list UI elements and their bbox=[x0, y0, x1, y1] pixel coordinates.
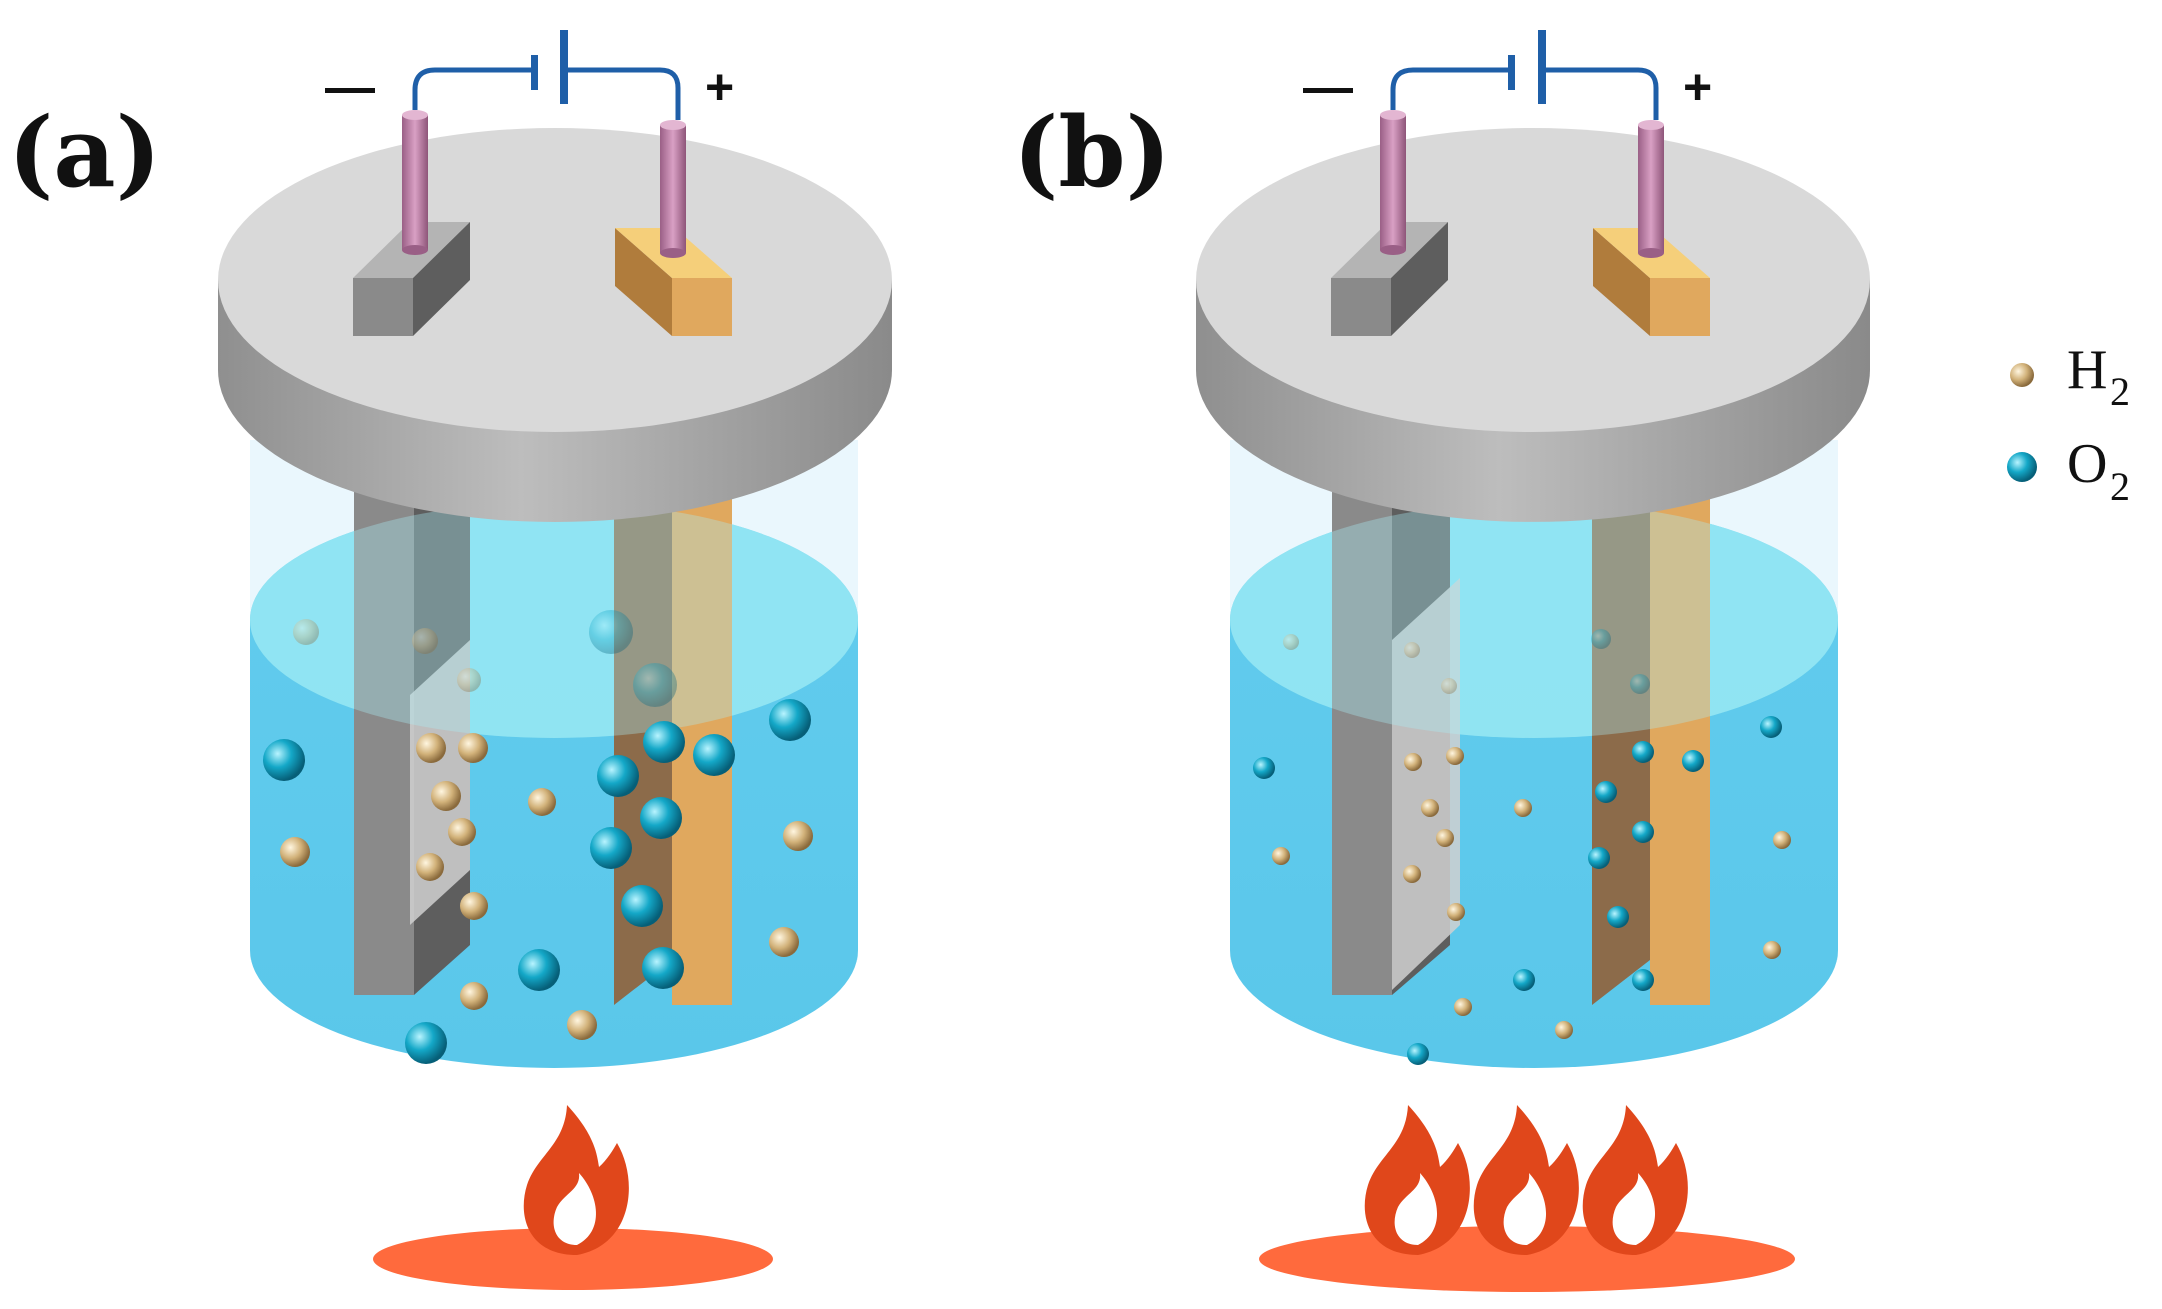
h2-bubble bbox=[1404, 642, 1420, 658]
h2-bubble bbox=[528, 788, 556, 816]
h2-bubble bbox=[1283, 634, 1299, 650]
h2-bubble bbox=[460, 982, 488, 1010]
o2-bubble bbox=[642, 947, 684, 989]
cathode-rod bbox=[402, 110, 428, 255]
h2-bubble bbox=[460, 892, 488, 920]
o2-bubble bbox=[597, 755, 639, 797]
h2-bubble bbox=[1763, 941, 1781, 959]
o2-bubble bbox=[590, 827, 632, 869]
h2-bubble bbox=[293, 619, 319, 645]
o2-bubble bbox=[1595, 781, 1617, 803]
lid-top bbox=[1196, 128, 1870, 432]
legend-h2-subscript: 2 bbox=[2110, 369, 2130, 414]
o2-bubble bbox=[633, 663, 677, 707]
h2-bubble bbox=[1441, 678, 1457, 694]
flame-icon bbox=[1582, 1105, 1688, 1255]
o2-bubble bbox=[1632, 821, 1654, 843]
o2-bubble bbox=[405, 1022, 447, 1064]
o2-bubble bbox=[1682, 750, 1704, 772]
lid bbox=[218, 128, 892, 522]
o2-bubble bbox=[1760, 716, 1782, 738]
panel-b: (b) bbox=[1013, 30, 1870, 1292]
lid bbox=[1196, 128, 1870, 522]
flames-a bbox=[523, 1105, 629, 1255]
legend-item-h2: H 2 bbox=[2010, 339, 2130, 414]
h2-bubble bbox=[1272, 847, 1290, 865]
o2-bubble bbox=[643, 721, 685, 763]
h2-bubble bbox=[1454, 998, 1472, 1016]
anode-terminal-block bbox=[1593, 228, 1710, 336]
flames-b bbox=[1364, 1105, 1688, 1255]
anode-rod bbox=[660, 120, 686, 258]
h2-bubble bbox=[1446, 747, 1464, 765]
h2-bubble bbox=[1404, 753, 1422, 771]
o2-bubble bbox=[263, 739, 305, 781]
h2-bubble bbox=[280, 837, 310, 867]
h2-bubble bbox=[1421, 799, 1439, 817]
o2-bubble bbox=[1632, 741, 1654, 763]
lid-top bbox=[218, 128, 892, 432]
o2-bubble bbox=[769, 699, 811, 741]
h2-bubble bbox=[1447, 903, 1465, 921]
h2-bubble bbox=[431, 781, 461, 811]
h2-bubble bbox=[1773, 831, 1791, 849]
h2-bubble bbox=[1436, 829, 1454, 847]
h2-bubble bbox=[416, 733, 446, 763]
h2-bubble bbox=[769, 927, 799, 957]
h2-bubble bbox=[783, 821, 813, 851]
o2-bubble bbox=[1407, 1043, 1429, 1065]
h2-bubble bbox=[567, 1010, 597, 1040]
h2-bubble-icon bbox=[2010, 363, 2034, 387]
legend-item-o2: O 2 bbox=[2007, 433, 2130, 509]
o2-bubble bbox=[640, 797, 682, 839]
panel-a: (a) bbox=[8, 30, 892, 1290]
o2-bubble bbox=[589, 610, 633, 654]
o2-bubble bbox=[693, 734, 735, 776]
o2-bubble bbox=[1588, 847, 1610, 869]
bubbles-a bbox=[263, 610, 813, 1064]
legend-o2-subscript: 2 bbox=[2110, 464, 2130, 509]
cathode-rod bbox=[1380, 110, 1406, 255]
anode-rod bbox=[1638, 120, 1664, 258]
h2-bubble bbox=[1514, 799, 1532, 817]
negative-sign: — bbox=[325, 59, 375, 115]
h2-bubble bbox=[1403, 865, 1421, 883]
positive-sign: + bbox=[1683, 59, 1712, 115]
o2-bubble bbox=[1630, 674, 1650, 694]
o2-bubble-icon bbox=[2007, 452, 2037, 482]
negative-sign: — bbox=[1303, 59, 1353, 115]
legend: H 2 O 2 bbox=[2007, 339, 2130, 509]
o2-bubble bbox=[621, 885, 663, 927]
h2-bubble bbox=[457, 668, 481, 692]
h2-bubble bbox=[1555, 1021, 1573, 1039]
o2-bubble bbox=[1607, 906, 1629, 928]
h2-bubble bbox=[412, 628, 438, 654]
h2-bubble bbox=[448, 818, 476, 846]
positive-sign: + bbox=[705, 59, 734, 115]
burner bbox=[373, 1228, 773, 1290]
h2-bubble bbox=[416, 853, 444, 881]
battery-icon bbox=[1390, 30, 1659, 120]
cathode-terminal-block bbox=[353, 222, 470, 336]
o2-bubble bbox=[518, 949, 560, 991]
bubbles-b bbox=[1253, 629, 1791, 1065]
panel-label-a: (a) bbox=[8, 96, 161, 209]
h2-bubble bbox=[458, 733, 488, 763]
legend-h2-formula: H bbox=[2067, 339, 2107, 401]
flame-icon bbox=[523, 1105, 629, 1255]
o2-bubble bbox=[1513, 969, 1535, 991]
flame-icon bbox=[1364, 1105, 1470, 1255]
battery-icon bbox=[412, 30, 681, 120]
o2-bubble bbox=[1591, 629, 1611, 649]
flame-icon bbox=[1473, 1105, 1579, 1255]
legend-o2-formula: O bbox=[2067, 433, 2107, 495]
o2-bubble bbox=[1632, 969, 1654, 991]
panel-label-b: (b) bbox=[1013, 96, 1171, 209]
o2-bubble bbox=[1253, 757, 1275, 779]
